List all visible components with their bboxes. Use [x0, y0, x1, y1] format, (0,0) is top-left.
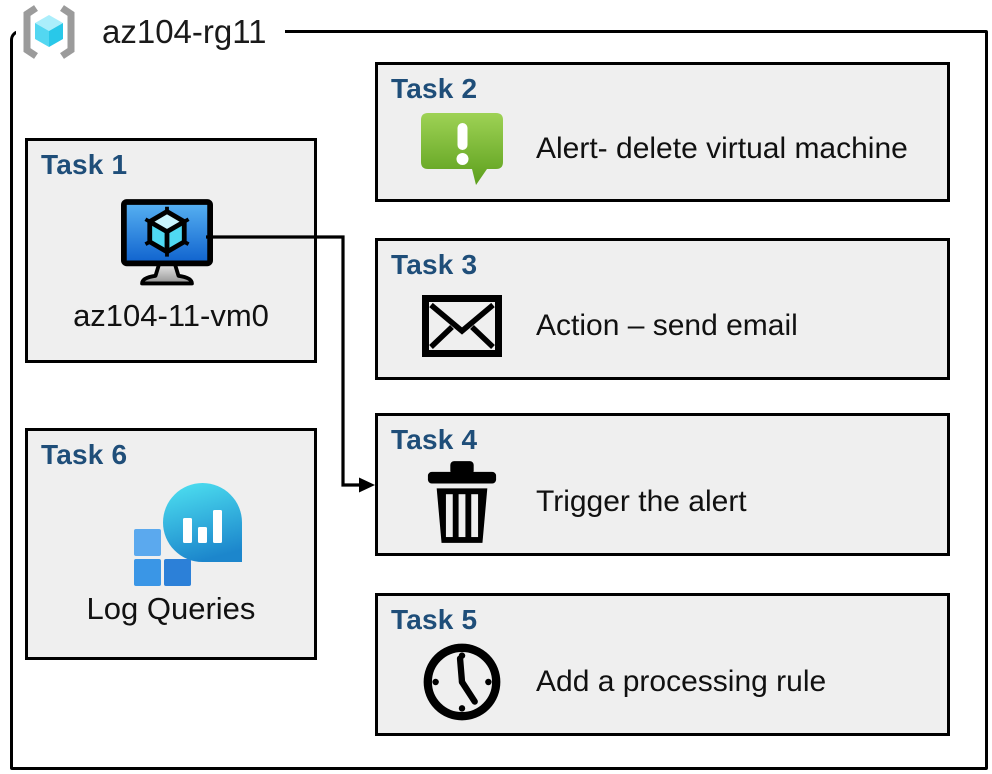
task-1-label: az104-11-vm0	[73, 298, 269, 333]
task-6-label: Log Queries	[86, 591, 256, 626]
task-1-box: Task 1 az104-11-vm0	[25, 138, 317, 363]
task-4-box: Task 4 Trigger the alert	[375, 413, 950, 556]
resource-group-border	[10, 30, 988, 770]
resource-group-label: az104-rg11	[102, 13, 267, 50]
bar-chart-bar	[183, 518, 192, 543]
resource-group-icon	[23, 5, 75, 59]
resource-group-header: az104-rg11	[16, 3, 285, 61]
virtual-machine-icon	[121, 199, 213, 286]
log-queries-tile-dark	[164, 559, 191, 586]
clock-icon	[423, 643, 501, 720]
trash-icon	[427, 460, 497, 543]
task-5-box: Task 5 Add a processing rule	[375, 593, 950, 736]
task-3-title: Task 3	[391, 249, 478, 280]
bar-chart-bar	[198, 527, 207, 543]
task-5-label: Add a processing rule	[536, 664, 827, 698]
log-queries-tile-mid	[134, 559, 161, 586]
task-5-body: Add a processing rule	[416, 640, 933, 723]
log-queries-icon	[134, 483, 242, 587]
bar-chart-bar	[213, 510, 222, 543]
task-2-box: Task 2 Alert- delete virtual machine	[375, 62, 950, 202]
task-4-title: Task 4	[391, 424, 478, 455]
task-3-label: Action – send email	[536, 309, 798, 342]
task-1-title: Task 1	[41, 149, 128, 180]
log-queries-bubble	[163, 483, 242, 562]
alert-icon	[421, 113, 503, 185]
task-2-title: Task 2	[391, 73, 478, 104]
task-6-title: Task 6	[41, 439, 128, 470]
task-4-label: Trigger the alert	[536, 484, 747, 518]
task-3-box: Task 3 Action – send email	[375, 238, 950, 380]
task-2-label: Alert- delete virtual machine	[536, 132, 908, 165]
task-2-body: Alert- delete virtual machine	[416, 109, 933, 189]
task-6-box: Task 6 Log Queries	[25, 428, 317, 660]
task-3-body: Action – send email	[416, 285, 933, 367]
email-icon	[422, 295, 502, 357]
task-4-body: Trigger the alert	[416, 460, 933, 543]
task-5-title: Task 5	[391, 604, 478, 635]
log-queries-tile-light	[134, 529, 161, 556]
